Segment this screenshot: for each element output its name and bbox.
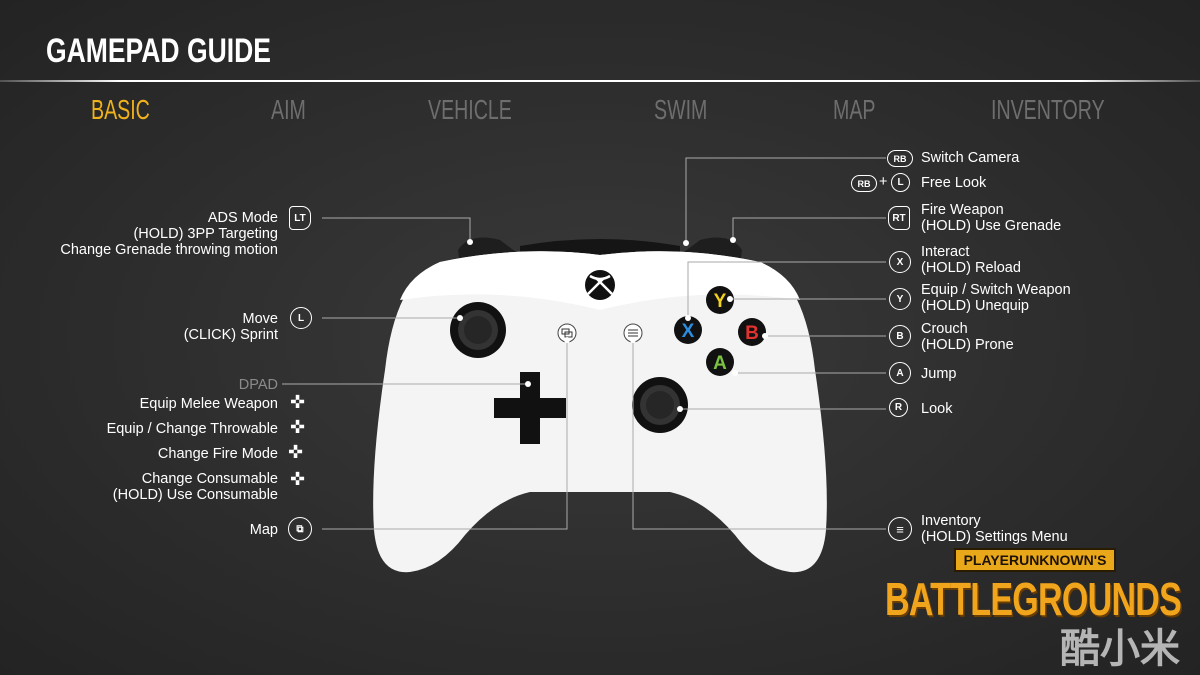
- watermark: 酷小米: [1060, 627, 1180, 671]
- tab-map[interactable]: MAP: [833, 94, 876, 125]
- b-label-crouch: Crouch: [921, 321, 968, 337]
- y-button-icon: Y: [889, 288, 911, 310]
- view-button: [557, 323, 577, 343]
- ls-description: Move (CLICK) Sprint: [184, 311, 278, 343]
- a-button-icon: A: [889, 362, 911, 384]
- tab-aim[interactable]: AIM: [271, 94, 306, 125]
- plus-sign: +: [879, 174, 888, 190]
- rt-description: Fire Weapon (HOLD) Use Grenade: [921, 202, 1061, 234]
- rt-icon: RT: [888, 206, 910, 230]
- y-label-unequip: (HOLD) Unequip: [921, 298, 1029, 314]
- freelook-rb-icon: RB: [851, 175, 877, 192]
- b-description: Crouch (HOLD) Prone: [921, 321, 1014, 353]
- dpad-down-hold-label: (HOLD) Use Consumable: [112, 487, 278, 503]
- face-b-text: B: [745, 323, 759, 344]
- lt-label-hold: (HOLD) 3PP Targeting: [133, 226, 278, 242]
- face-y-text: Y: [714, 291, 727, 312]
- face-button-x: X: [674, 316, 702, 344]
- tab-inventory[interactable]: INVENTORY: [991, 94, 1105, 125]
- right-stick: [632, 377, 688, 433]
- menu-label-settings: (HOLD) Settings Menu: [921, 529, 1068, 545]
- face-x-text: X: [682, 321, 695, 342]
- b-button-icon: B: [889, 325, 911, 347]
- dpad-up-label: Equip Melee Weapon: [139, 396, 278, 412]
- view-label: Map: [249, 522, 278, 538]
- leader-lines: [282, 157, 886, 530]
- dpad-down-icon: ✜: [290, 469, 306, 489]
- rb-icon: RB: [887, 150, 913, 167]
- tab-basic[interactable]: BASIC: [91, 94, 150, 125]
- y-label-equip: Equip / Switch Weapon: [921, 282, 1071, 298]
- dpad-left-label: Change Fire Mode: [157, 446, 278, 462]
- lt-icon: LT: [289, 206, 311, 230]
- left-stick: [450, 302, 506, 358]
- lt-label-grenade: Change Grenade throwing motion: [60, 242, 278, 258]
- rs-label: Look: [921, 401, 953, 417]
- lt-label-ads: ADS Mode: [207, 210, 278, 226]
- freelook-label: Free Look: [921, 175, 987, 191]
- dpad-down-label: Change Consumable: [141, 471, 278, 487]
- face-button-b: B: [738, 318, 766, 346]
- divider: [0, 80, 1200, 82]
- face-button-a: A: [706, 348, 734, 376]
- tab-swim[interactable]: SWIM: [654, 94, 708, 125]
- face-a-text: A: [713, 353, 727, 374]
- rt-label-grenade: (HOLD) Use Grenade: [921, 218, 1062, 234]
- x-label-interact: Interact: [921, 244, 970, 260]
- dpad-title: DPAD: [238, 377, 278, 393]
- menu-description: Inventory (HOLD) Settings Menu: [921, 513, 1068, 545]
- x-description: Interact (HOLD) Reload: [921, 244, 1021, 276]
- rb-label: Switch Camera: [921, 150, 1020, 166]
- y-description: Equip / Switch Weapon (HOLD) Unequip: [921, 282, 1071, 314]
- right-stick-icon: R: [889, 398, 908, 417]
- dpad-right-icon: ✜: [290, 417, 306, 437]
- menu-button-icon: ≡: [888, 517, 912, 541]
- ls-label-move: Move: [242, 311, 278, 327]
- dpad-right-label: Equip / Change Throwable: [106, 421, 278, 437]
- freelook-ls-icon: L: [891, 173, 910, 192]
- xbox-logo-icon: [585, 270, 615, 300]
- dpad-left-icon: ✜: [288, 442, 304, 462]
- x-label-reload: (HOLD) Reload: [921, 260, 1021, 276]
- a-label: Jump: [921, 366, 957, 382]
- lt-description: ADS Mode (HOLD) 3PP Targeting Change Gre…: [60, 210, 278, 258]
- left-stick-icon: L: [290, 307, 312, 329]
- ls-label-sprint: (CLICK) Sprint: [183, 327, 278, 343]
- face-button-y: Y: [706, 286, 734, 314]
- dpad-up-icon: ✜: [290, 392, 306, 412]
- tab-vehicle[interactable]: VEHICLE: [428, 94, 512, 125]
- b-label-prone: (HOLD) Prone: [921, 337, 1014, 353]
- dpad-down-description: Change Consumable (HOLD) Use Consumable: [113, 471, 278, 503]
- rt-label-fire: Fire Weapon: [921, 202, 1004, 218]
- logo-top: PLAYERUNKNOWN'S: [953, 548, 1117, 572]
- page-title: GAMEPAD GUIDE: [46, 32, 271, 70]
- dpad: [494, 372, 566, 444]
- menu-label-inventory: Inventory: [921, 513, 981, 529]
- x-button-icon: X: [889, 251, 911, 273]
- pubg-logo: PLAYERUNKNOWN'S BATTLEGROUNDS: [885, 548, 1185, 624]
- leader-dots: [457, 237, 768, 412]
- logo-main: BATTLEGROUNDS: [885, 573, 1182, 625]
- view-button-icon: ⧉: [288, 517, 312, 541]
